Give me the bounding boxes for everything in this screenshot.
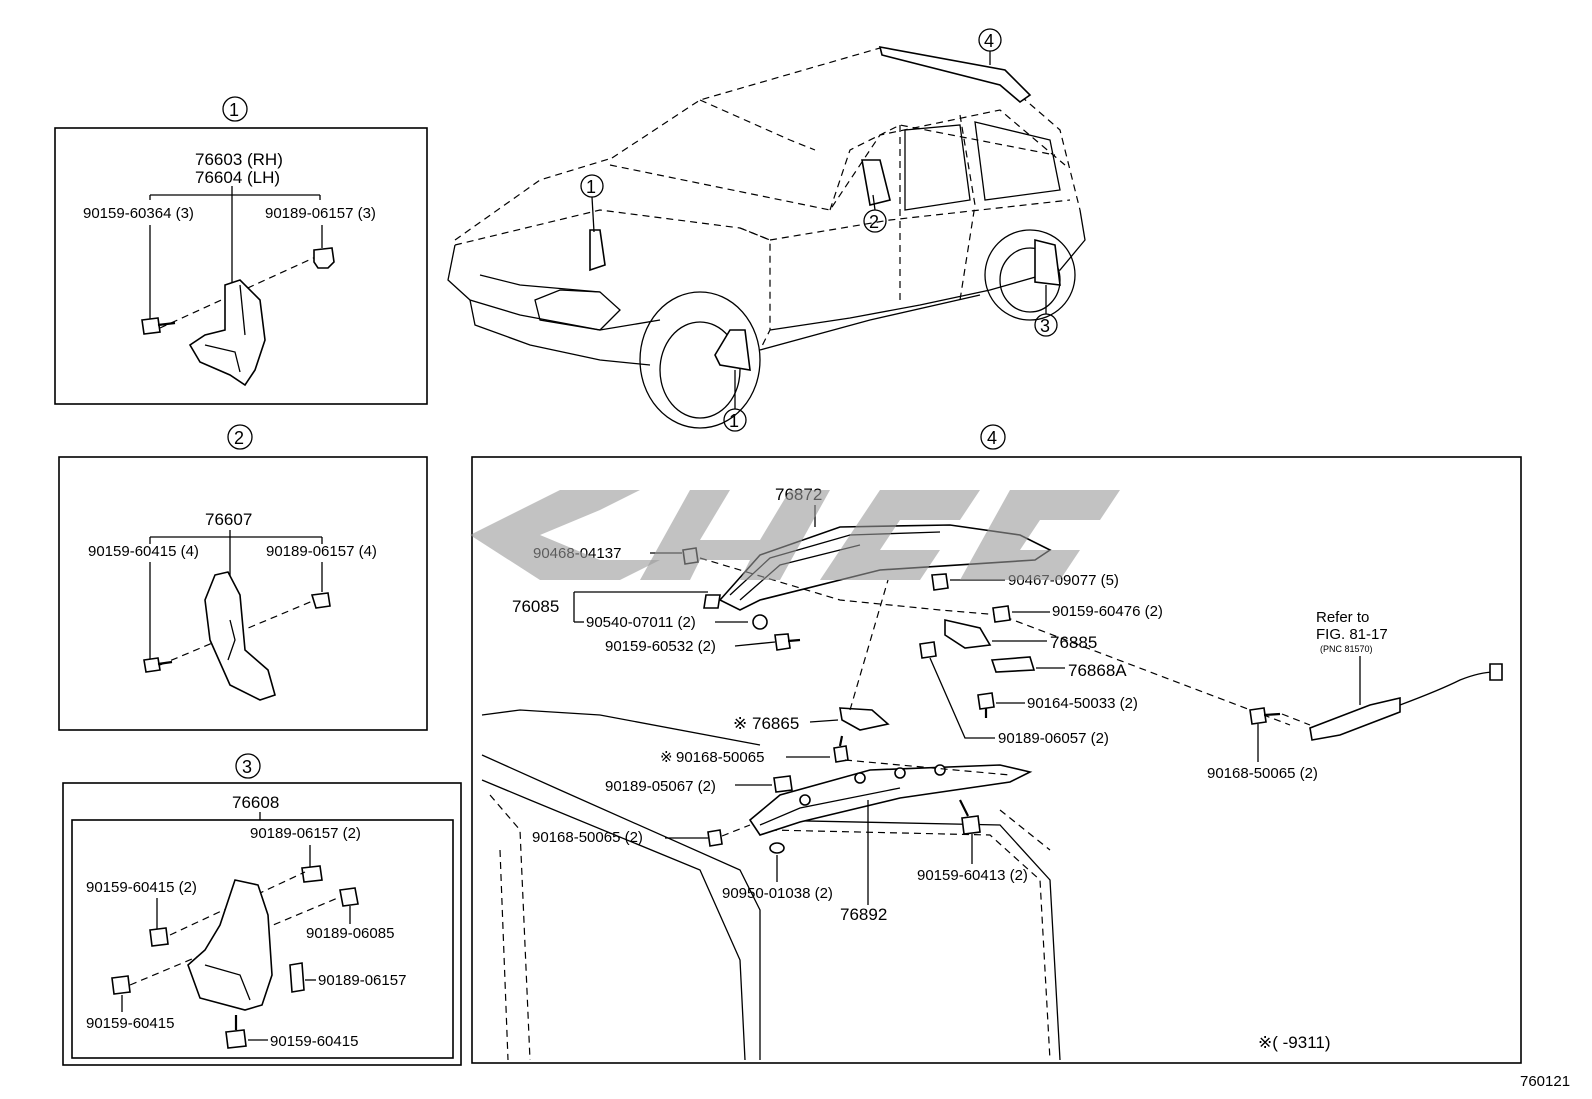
refer-line-1: Refer to (1316, 609, 1369, 626)
part-76868a: 76868A (1068, 661, 1127, 680)
callout-1-bottom: 1 (729, 411, 739, 431)
panel-4: 4 76872 90468-04137 76085 90540-07011 (2… (471, 424, 1522, 1064)
callout-3-car: 3 (1040, 316, 1050, 336)
watermark (470, 490, 1120, 580)
part-76885: 76885 (1050, 633, 1097, 652)
panel-2: 2 76607 90159-60415 (4) 90189-06157 (4) (58, 424, 428, 731)
callout-2-panel: 2 (234, 428, 244, 448)
label-90164-50033: 90164-50033 (2) (1027, 695, 1138, 712)
part-76865: 76865 (752, 714, 799, 733)
label-90950-01038: 90950-01038 (2) (722, 885, 833, 902)
vehicle-callouts: 1 2 3 1 4 (580, 28, 1058, 432)
part-76607: 76607 (205, 510, 252, 529)
callout-2-car: 2 (869, 212, 879, 232)
part-76085: 76085 (512, 597, 559, 616)
label-90189-06057: 90189-06057 (2) (998, 730, 1109, 747)
label-screw-60415-p3b: 90159-60415 (86, 1015, 174, 1032)
label-clip-06157-p2: 90189-06157 (4) (266, 543, 377, 560)
callout-4-car: 4 (984, 31, 994, 51)
part-76608: 76608 (232, 793, 279, 812)
vehicle-overview (447, 45, 1086, 429)
footnote: ※( -9311) (1258, 1033, 1331, 1052)
label-90159-60413: 90159-60413 (2) (917, 867, 1028, 884)
label-90168-50065-b: 90168-50065 (2) (532, 829, 643, 846)
part-76603: 76603 (RH) (195, 150, 283, 169)
label-clip-06157-p1: 90189-06157 (3) (265, 205, 376, 222)
label-90159-60532: 90159-60532 (2) (605, 638, 716, 655)
label-screw-60415-p3c: 90159-60415 (270, 1033, 358, 1050)
label-90159-60476: 90159-60476 (2) (1052, 603, 1163, 620)
callout-1-panel: 1 (229, 100, 239, 120)
label-screw-60415-p3a: 90159-60415 (2) (86, 879, 197, 896)
panel-3: 3 76608 90189-06157 (2) 90159-60415 (2) … (62, 753, 462, 1066)
part-76892: 76892 (840, 905, 887, 924)
label-90189-05067: 90189-05067 (2) (605, 778, 716, 795)
part-76604: 76604 (LH) (195, 168, 280, 187)
mark-76865: ※ (733, 714, 747, 733)
callout-1-top: 1 (586, 177, 596, 197)
label-90540-07011: 90540-07011 (2) (586, 614, 696, 631)
callout-3-panel: 3 (242, 757, 252, 777)
label-clip-06157-p3b: 90189-06157 (318, 972, 406, 989)
refer-line-3: (PNC 81570) (1320, 644, 1373, 654)
callout-4-panel: 4 (987, 428, 997, 448)
refer-line-2: FIG. 81-17 (1316, 626, 1388, 643)
mark-90168-50065: ※ (660, 749, 673, 766)
label-clip-06085-p3: 90189-06085 (306, 925, 394, 942)
label-clip-06157-p3a: 90189-06157 (2) (250, 825, 361, 842)
label-90168-50065-a: 90168-50065 (676, 749, 764, 766)
panel-1: 1 76603 (RH) 76604 (LH) 90159-60364 (3) … (54, 96, 428, 405)
label-screw-60364: 90159-60364 (3) (83, 205, 194, 222)
label-90168-50065-c: 90168-50065 (2) (1207, 765, 1318, 782)
figure-code: 760121 (1520, 1073, 1570, 1090)
label-screw-60415-p2: 90159-60415 (4) (88, 543, 199, 560)
